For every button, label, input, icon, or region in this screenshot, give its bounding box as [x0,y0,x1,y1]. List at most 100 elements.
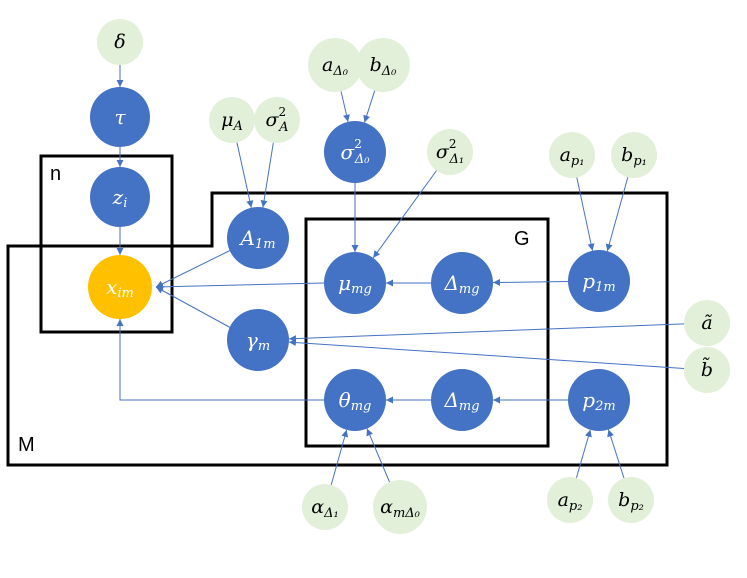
node-label-a-p2: ap₂ [558,489,583,514]
node-circle-sigma-delta1 [427,129,473,175]
node-circle-mu-mg [324,252,386,314]
edge-sigma-delta1-to-mu-mg [372,170,437,259]
node-symbol: θ [339,388,351,412]
node-x-im: xim [88,255,152,319]
node-subscript: im [117,286,134,301]
node-a-tilde: ã [684,300,730,346]
node-symbol: a [558,489,569,511]
node-symbol: b [370,54,382,76]
node-circle-tau [90,87,150,147]
node-symbol: α [380,496,393,518]
node-label-b-p1: bp₁ [621,144,647,169]
node-subscript: Δ₀ [381,64,397,79]
node-symbol: A [238,226,254,250]
node-circle-delta-mg-1 [431,252,493,314]
node-symbol: σ [341,140,356,164]
node-symbol: δ [114,31,125,53]
node-circle-gamma-m [227,309,289,371]
node-delta-mg-1: Δmg [431,252,493,314]
edge-theta-mg-to-x-im [116,319,324,401]
node-circle-p-1m [568,250,630,312]
node-circle-sigma-a2 [254,97,300,143]
node-circle-mu-a [209,97,255,143]
node-subscript: i [123,196,127,211]
node-theta-mg: θmg [324,369,386,431]
node-symbol: α [311,496,324,518]
node-circle-alpha-mdelta0 [373,480,427,534]
node-circle-delta [97,19,143,65]
node-a-p2: ap₂ [547,477,593,523]
node-symbol: μ [338,271,351,295]
node-subscript: 1m [255,237,276,252]
plate-M [6,191,669,467]
node-subscript: A [232,119,242,134]
node-symbol: γ [246,328,258,352]
edge-b-delta0-to-sigma-delta0 [363,90,376,123]
node-label-gamma-m: γm [246,328,270,354]
plate-n-label: n [50,163,61,185]
node-label-delta-mg-2: Δmg [443,388,479,414]
node-subscript: 1m [595,280,616,295]
node-subscript: p₂ [569,499,583,514]
node-subscript: Δ₁ [449,152,465,167]
edge-b-tilde-to-gamma-m [288,339,685,369]
edge-a-p2-to-p-2m [575,429,592,479]
node-circle-p-2m [568,369,630,431]
node-circle-b-p1 [611,132,657,178]
node-symbol: τ [114,105,126,129]
node-label-a-delta0: aΔ₀ [322,54,349,79]
node-subscript: Δ₀ [354,152,370,167]
plate-n [39,154,174,334]
edge-gamma-m-to-x-im [155,286,232,329]
node-circle-a-1m [227,207,289,269]
node-alpha-delta1: αΔ₁ [302,484,348,530]
node-superscript: 2 [354,137,362,151]
node-symbol: a [560,144,571,166]
plate-M-label: M [18,434,35,456]
node-symbol: p [582,269,595,293]
node-label-alpha-mdelta0: αmΔ₀ [380,496,421,521]
node-subscript: p₁ [571,154,585,169]
edge-a-1m-to-x-im [155,249,232,288]
node-label-z-i: zi [112,185,128,211]
node-subscript: mg [459,282,480,297]
node-superscript: 2 [278,105,286,119]
node-symbol: b [621,144,633,166]
edge-a-p1-to-p-1m [576,177,595,251]
node-b-p2: bp₂ [608,477,654,523]
node-label-mu-a: μA [221,109,243,134]
node-label-b-tilde: b̃ [701,358,713,381]
node-circle-a-delta0 [308,38,362,92]
node-mu-mg: μmg [324,252,386,314]
node-label-delta: δ [114,31,125,53]
node-symbol: z [112,185,124,209]
node-symbol: ã [701,312,712,334]
node-subscript: mg [351,282,372,297]
node-symbol: p [582,388,595,412]
node-circle-z-i [90,167,150,227]
node-circle-delta-mg-2 [431,369,493,431]
node-label-a-1m: A1m [238,226,275,252]
node-subscript: A [278,120,288,135]
node-label-b-p2: bp₂ [618,489,644,514]
node-circle-b-tilde [684,347,730,393]
node-label-p-1m: p1m [582,269,615,295]
node-circle-b-delta0 [356,38,410,92]
edge-p-1m-to-delta-mg-1 [492,278,569,286]
node-subscript: mΔ₀ [393,506,421,521]
node-b-tilde: b̃ [684,347,730,393]
node-tau: τ [90,87,150,147]
node-delta-mg-2: Δmg [431,369,493,431]
node-superscript: 2 [449,137,457,151]
node-a-1m: A1m [227,207,289,269]
plate-G-label: G [514,228,530,250]
node-symbol: x [106,275,117,299]
node-subscript: 2m [594,399,616,414]
node-label-x-im: xim [106,275,134,301]
node-p-1m: p1m [568,250,630,312]
